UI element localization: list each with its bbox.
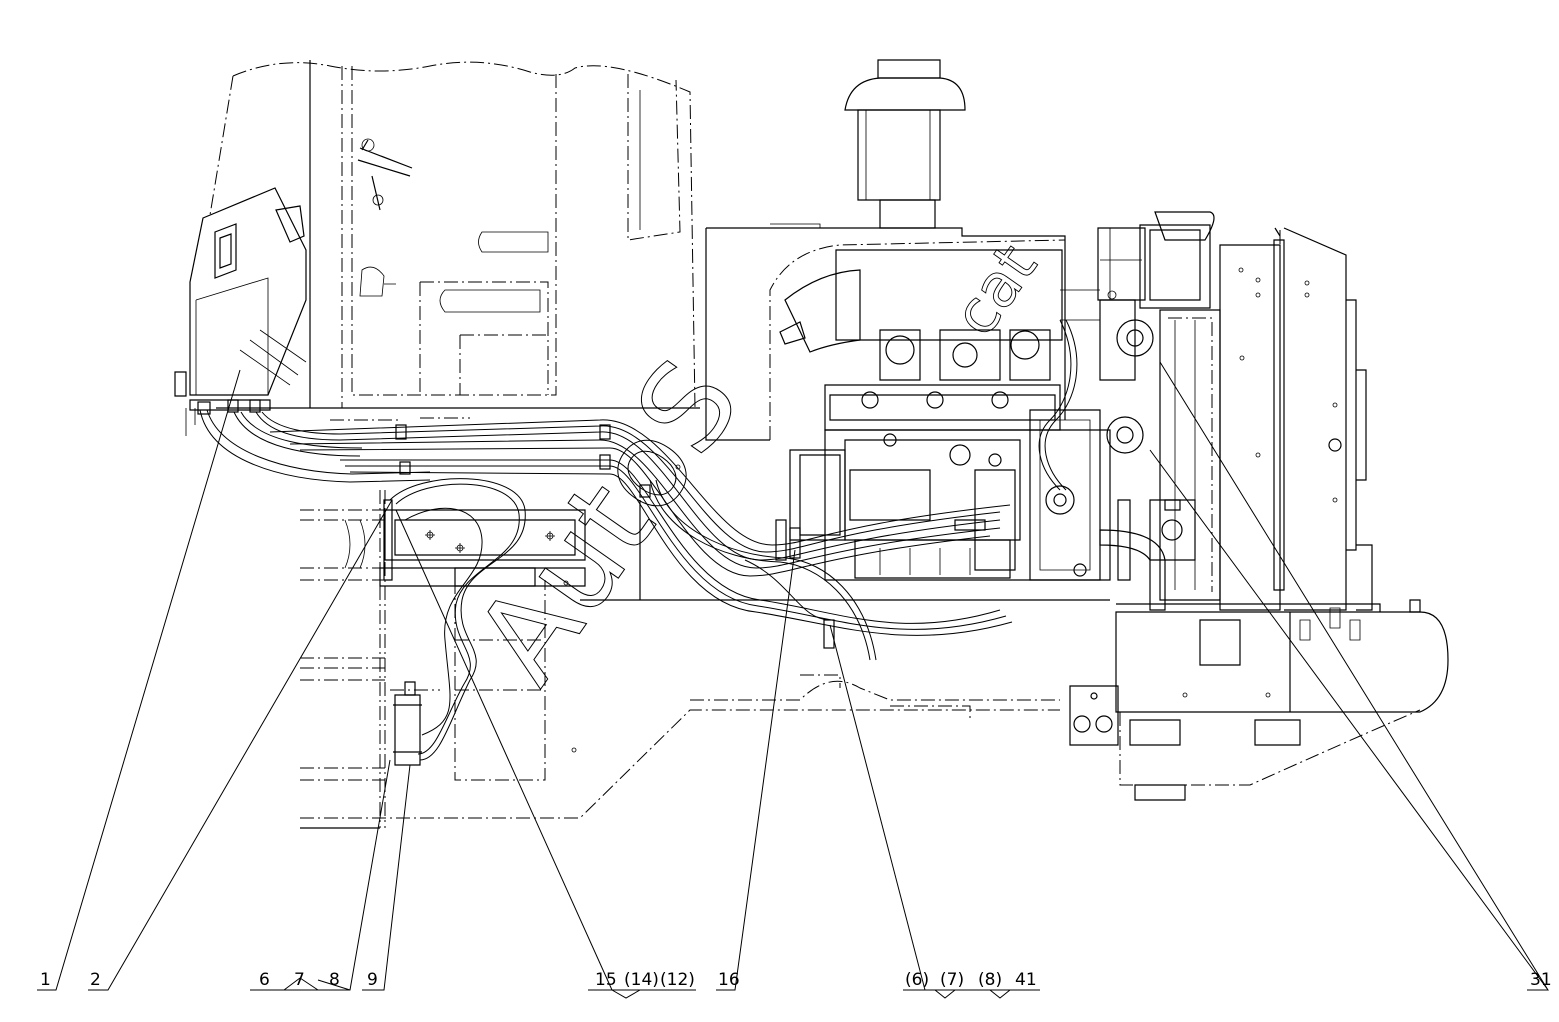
callout-15: 15 [595, 970, 617, 990]
callout-labels: 1 2 6 7 8 9 15 (14) (12) 16 (6) (7) (8) … [40, 970, 1552, 990]
radiator [1139, 211, 1285, 611]
engine-hood [705, 223, 1066, 441]
callout-14: (14) [624, 970, 659, 990]
callout-16: 16 [718, 970, 740, 990]
counterweight [1115, 599, 1449, 801]
hose-clamps [330, 417, 835, 649]
filter-assembly [393, 681, 422, 766]
air-intake-stack [844, 59, 966, 229]
callout-41: 41 [1015, 970, 1037, 990]
callout-6: 6 [259, 970, 270, 990]
callout-31: 31 [1530, 970, 1552, 990]
callout-8: 8 [329, 970, 340, 990]
callout-7: 7 [294, 970, 305, 990]
callout-7-paren: (7) [940, 970, 964, 990]
hvac-unit [174, 187, 307, 436]
callout-12: (12) [660, 970, 695, 990]
callout-2: 2 [90, 970, 101, 990]
engine-block [789, 227, 1166, 611]
callout-8-paren: (8) [978, 970, 1002, 990]
watermark-text: AutoS [450, 336, 767, 706]
leader-lines [37, 361, 1549, 999]
hitch-bracket [1069, 685, 1119, 746]
callout-6-paren: (6) [905, 970, 929, 990]
callout-9: 9 [367, 970, 378, 990]
rear-hood [1274, 227, 1373, 611]
operator-cab [209, 60, 700, 409]
hose-bundle [199, 409, 1013, 761]
callout-1: 1 [40, 970, 51, 990]
